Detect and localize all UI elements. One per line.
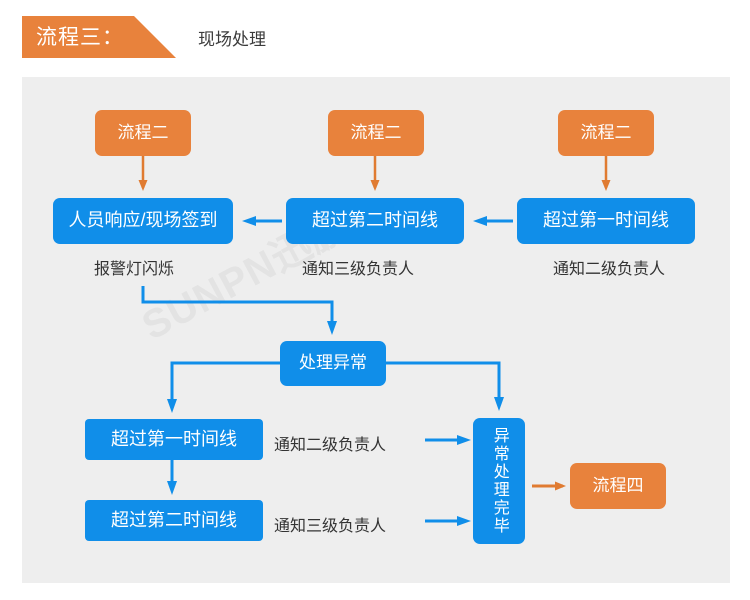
caption-notify-level2-bottom: 通知二级负责人 — [274, 437, 387, 454]
node-source-left[interactable]: 流程二 — [95, 110, 191, 156]
node-source-left-label: 流程二 — [117, 122, 169, 142]
header-wedge-shape — [134, 16, 176, 58]
header-tag-label: 流程三： — [36, 25, 124, 49]
caption-notify-level3-bottom: 通知三级负责人 — [274, 518, 387, 535]
caption-notify-level2-top: 通知二级负责人 — [553, 261, 666, 278]
header-tag: 流程三： — [22, 16, 134, 58]
node-personnel-response-label: 人员响应/现场签到 — [68, 210, 218, 231]
node-next-flow[interactable]: 流程四 — [570, 463, 666, 509]
caption-alarm-light: 报警灯闪烁 — [94, 261, 175, 278]
page-header: 流程三： 现场处理 — [22, 16, 266, 58]
node-exception-handling-complete-label: 异常处理完毕 — [490, 427, 508, 535]
node-source-mid[interactable]: 流程二 — [328, 110, 424, 156]
node-exceed-first-timeline-top[interactable]: 超过第一时间线 — [517, 198, 695, 244]
node-exception-handling-complete[interactable]: 异常处理完毕 — [473, 418, 525, 544]
node-exceed-first-timeline-bottom[interactable]: 超过第一时间线 — [85, 419, 263, 460]
node-exceed-second-timeline-bottom-label: 超过第二时间线 — [111, 509, 237, 530]
node-exceed-first-timeline-bottom-label: 超过第一时间线 — [111, 428, 237, 449]
node-exceed-second-timeline-bottom[interactable]: 超过第二时间线 — [85, 500, 263, 541]
node-handle-exception[interactable]: 处理异常 — [280, 341, 386, 386]
node-next-flow-label: 流程四 — [592, 475, 644, 495]
node-source-right-label: 流程二 — [580, 122, 632, 142]
header-subtitle: 现场处理 — [198, 29, 266, 49]
caption-notify-level3-top: 通知三级负责人 — [302, 261, 415, 278]
node-source-right[interactable]: 流程二 — [558, 110, 654, 156]
node-exceed-second-timeline-top-label: 超过第二时间线 — [312, 210, 438, 231]
node-source-mid-label: 流程二 — [350, 122, 402, 142]
node-exceed-second-timeline-top[interactable]: 超过第二时间线 — [286, 198, 464, 244]
node-handle-exception-label: 处理异常 — [299, 353, 367, 373]
node-exceed-first-timeline-top-label: 超过第一时间线 — [543, 210, 669, 231]
node-personnel-response[interactable]: 人员响应/现场签到 — [53, 198, 233, 244]
